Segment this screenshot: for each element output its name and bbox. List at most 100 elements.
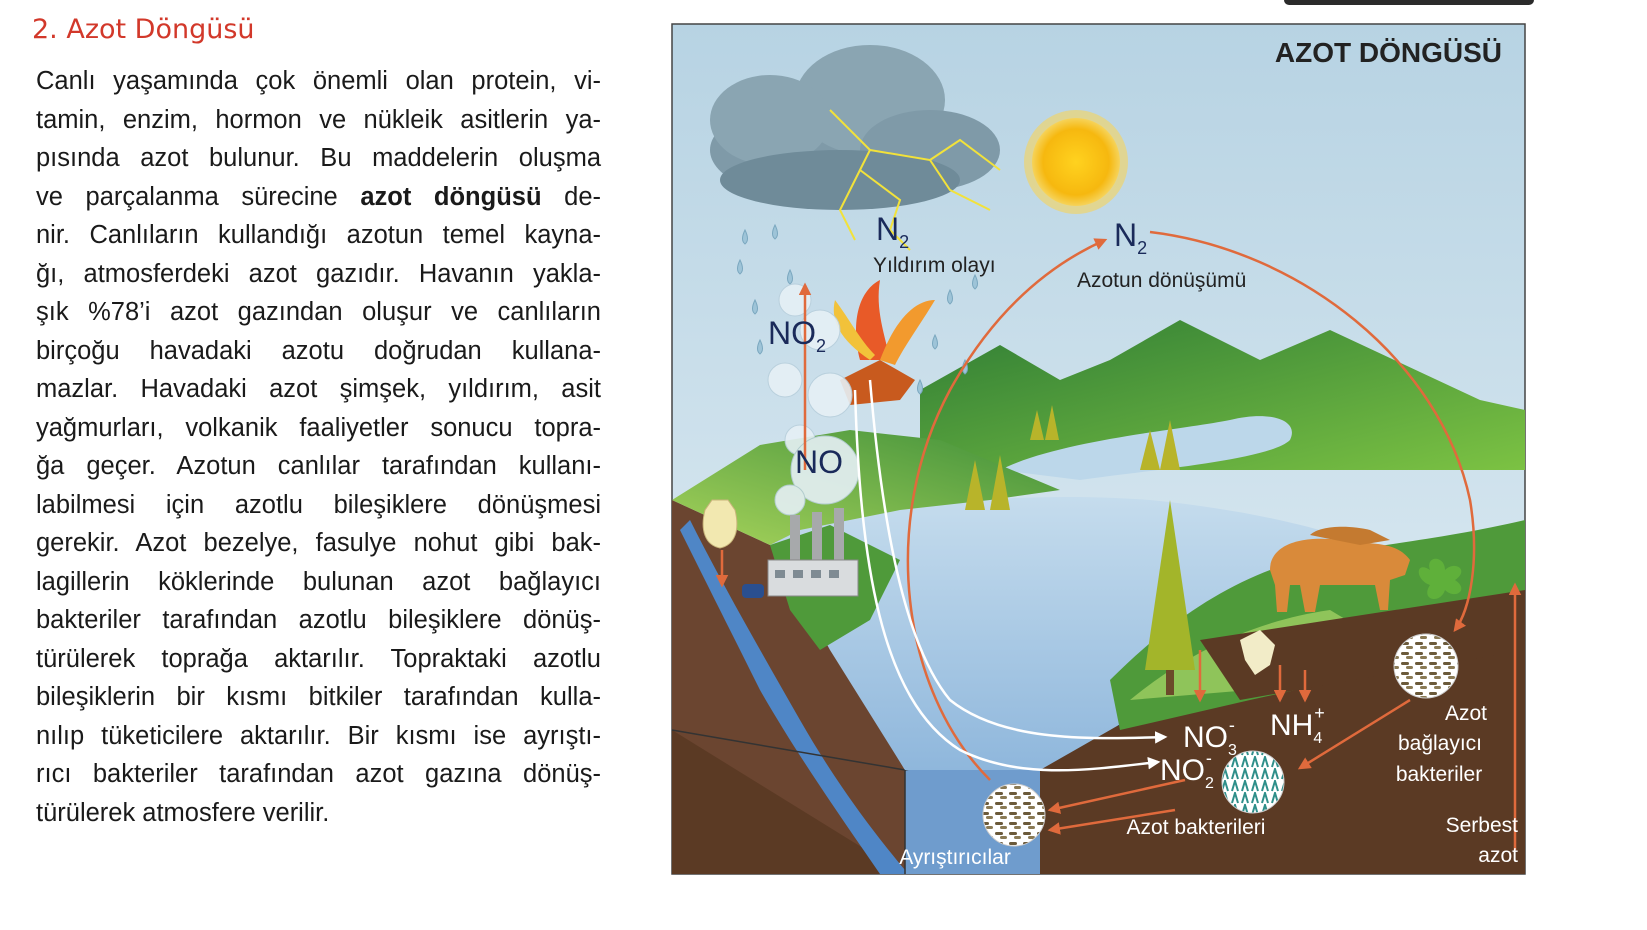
paragraph-line: ğı, atmosferdeki azot gazıdır. Havanın y… [36,255,601,294]
line-text: rıcı bakteriler tarafından azot gazına d… [36,760,601,788]
nh4-sub: 4 [1313,730,1322,747]
paragraph-line: nir. Canlıların kullandığı azotun temel … [36,216,601,255]
top-edge-bar [1284,0,1534,5]
paragraph-line: şık %78’i azot gazından oluşur ve canlıl… [36,293,601,332]
paragraph-line: türülerek toprağa aktarılır. Topraktaki … [36,640,601,679]
line-text: pısında azot bulunur. Bu maddelerin oluş… [36,144,601,172]
no2b-sup: - [1206,748,1212,768]
line-text: yağmurları, volkanik faaliyetler sonucu … [36,413,601,442]
no3-symbol: NO [1183,721,1228,754]
left-block-side [672,500,905,874]
no2-symbol: NO [768,315,816,351]
nitrifying-bacteria [1221,750,1285,814]
clover [1418,558,1462,600]
n2-right-sub: 2 [1137,238,1147,258]
section-title: 2. Azot Döngüsü [32,14,255,45]
fixing-bacteria [1393,633,1459,699]
line-text: ğı, atmosferdeki azot gazıdır. Havanın y… [36,259,601,288]
car [742,584,764,598]
paragraph-line: türülerek atmosfere verilir. [36,794,601,833]
line-text: mazlar. Havadaki azot şimşek, yıldırım, … [36,375,601,403]
waterfall [680,520,905,874]
paragraph-line: rıcı bakteriler tarafından azot gazına d… [36,755,601,794]
fixing-label-3: bakteriler [1396,763,1482,786]
nh4-label: NH4 + [1270,703,1325,747]
paragraph-line: tamin, enzim, hormon ve nükleik asitleri… [36,101,601,140]
big-tree [1145,500,1195,695]
fixing-label-1: Azot [1445,702,1487,725]
line-text: nılıp tüketicilere aktarılır. Bir kısmı … [36,721,601,750]
far-mountains [920,320,1525,470]
rain-cloud [710,45,1000,210]
volcano-eruption [833,280,935,405]
paragraph-line: mazlar. Havadaki azot şimşek, yıldırım, … [36,370,601,409]
line-text: ğa geçer. Azotun canlılar tarafından kul… [36,452,601,480]
nh4-symbol: NH [1270,709,1313,742]
paragraph-line: yağmurları, volkanik faaliyetler sonucu … [36,409,601,448]
sun [1024,110,1128,214]
paragraph-line: nılıp tüketicilere aktarılır. Bir kısmı … [36,717,601,756]
line-text: türülerek atmosfere verilir. [36,798,330,827]
line-text: şık %78’i azot gazından oluşur ve canlıl… [36,298,601,326]
line-text: de- [541,182,601,211]
line-text: tamin, enzim, hormon ve nükleik asitleri… [36,105,601,134]
n2-right-symbol: N [1114,217,1137,253]
line-text: bileşiklerin bir kısmı bitkiler tarafınd… [36,683,601,711]
no2b-label: NO2 - [1160,748,1214,792]
n2-left-label: N2 [876,211,909,252]
line-text: lagillerin köklerinde bulunan azot bağla… [36,567,601,596]
no2b-sub: 2 [1205,775,1214,792]
paragraph-line: bileşiklerin bir kısmı bitkiler tarafınd… [36,678,601,717]
no3-sup: - [1229,715,1235,735]
line-text: bakteriler tarafından azotlu bileşiklere… [36,606,601,634]
paragraph-line: birçoğu havadaki azotu doğrudan kullana- [36,332,601,371]
paragraph-line: ğa geçer. Azotun canlılar tarafından kul… [36,447,601,486]
n2-left-symbol: N [876,211,899,247]
fertilizer-bag [702,499,738,549]
no3-label: NO3 - [1183,715,1237,759]
cows [1270,526,1410,612]
factory [767,508,859,597]
paragraph-line: pısında azot bulunur. Bu maddelerin oluş… [36,139,601,178]
n2-left-sub: 2 [899,232,909,252]
line-text: türülerek toprağa aktarılır. Topraktaki … [36,644,601,673]
line-text: labilmesi için azotlu bileşiklere dönüşm… [36,490,601,519]
paragraph-line: bakteriler tarafından azotlu bileşiklere… [36,601,601,640]
free-nitrogen-label-1: Serbest [1446,814,1519,837]
cycle-arrows [715,230,1522,850]
paragraph-line: Canlı yaşamında çok önemli olan protein,… [36,62,601,101]
no3-sub: 3 [1228,742,1237,759]
line-text: Canlı yaşamında çok önemli olan protein,… [36,67,601,95]
white-arrows [853,379,1168,772]
line-text: birçoğu havadaki azotu doğrudan kullana- [36,336,601,365]
animal-remains [1240,630,1275,675]
body-paragraph: Canlı yaşamında çok önemli olan protein,… [36,62,601,832]
lightning-bolts [829,109,1001,251]
no2b-symbol: NO [1160,754,1205,787]
decomposers-label: Ayrıştırıcılar [899,846,1011,869]
left-hill [672,430,1060,545]
lightning-label: Yıldırım olayı [873,254,996,277]
paragraph-line: lagillerin köklerinde bulunan azot bağla… [36,563,601,602]
no2-label: NO2 [768,315,826,356]
no-bubbles [767,283,860,516]
paragraph-line: labilmesi için azotlu bileşiklere dönüşm… [36,486,601,525]
decomposer-bacteria [982,783,1046,847]
line-text: gerekir. Azot bezelye, fasulye nohut gib… [36,529,601,557]
line-text: ve parçalanma sürecine [36,182,361,211]
lake [770,496,1400,770]
nitrifying-label: Azot bakterileri [1127,816,1266,839]
bold-term: azot döngüsü [360,182,542,211]
trees [965,405,1180,510]
paragraph-line: ve parçalanma sürecine azot döngüsü de- [36,178,601,217]
conversion-label: Azotun dönüşümü [1077,269,1246,292]
nh4-sup: + [1314,703,1325,723]
diagram-title: AZOT DÖNGÜSÜ [1275,37,1502,68]
no-label: NO [795,444,843,480]
free-nitrogen-label-2: azot [1478,844,1518,867]
no2-sub: 2 [816,336,826,356]
paragraph-line: gerekir. Azot bezelye, fasulye nohut gib… [36,524,601,563]
n2-right-label: N2 [1114,217,1147,258]
fixing-label-2: bağlayıcı [1398,732,1482,755]
